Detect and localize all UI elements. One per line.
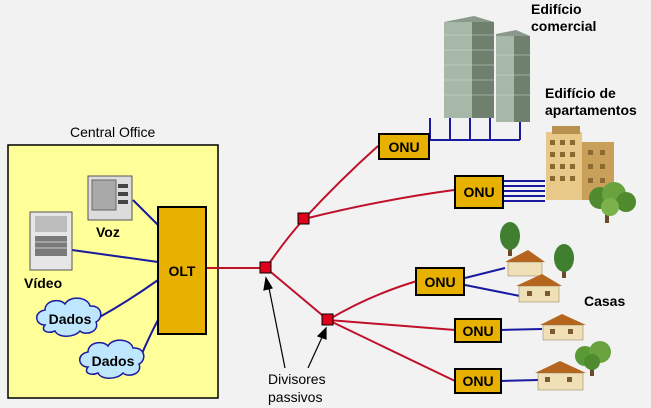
onu-apartments: ONU — [454, 175, 504, 209]
data-label-2: Dados — [91, 353, 135, 369]
splitter-1 — [259, 261, 272, 274]
video-server-icon — [29, 211, 73, 271]
houses-group-1-icon — [500, 222, 574, 303]
splitters-line-2: passivos — [268, 389, 323, 405]
olt-box: OLT — [157, 206, 207, 335]
building-links — [429, 118, 545, 382]
onu-label: ONU — [462, 373, 494, 389]
fiber-links — [206, 145, 456, 382]
house-2-icon — [540, 314, 586, 341]
voice-server-icon — [87, 175, 133, 221]
apartment-building-icon — [546, 126, 614, 200]
olt-label: OLT — [168, 262, 196, 279]
central-office-title: Central Office — [70, 124, 156, 140]
commercial-line-2: comercial — [531, 18, 597, 34]
splitters-label: Divisores passivos — [268, 370, 326, 406]
onu-house-2: ONU — [454, 318, 502, 343]
apartments-line-1: Edifício de — [545, 85, 616, 101]
onu-label: ONU — [462, 322, 494, 339]
data-cloud-1-icon — [36, 297, 102, 337]
splitters-line-1: Divisores — [268, 371, 326, 387]
onu-commercial: ONU — [378, 133, 430, 160]
houses-label: Casas — [584, 293, 626, 309]
data-cloud-2-icon — [79, 339, 145, 379]
onu-houses: ONU — [415, 267, 465, 296]
data-label-1: Dados — [48, 311, 92, 327]
splitter-2 — [297, 212, 310, 225]
commercial-line-1: Edifício — [531, 1, 582, 17]
house-3-icon — [535, 341, 611, 391]
apartments-building-label: Edifício de apartamentos — [545, 85, 637, 119]
splitter-arrows — [263, 276, 327, 369]
onu-label: ONU — [463, 184, 495, 200]
onu-house-3: ONU — [454, 368, 502, 394]
commercial-building-label: Edifício comercial — [531, 1, 596, 35]
onu-label: ONU — [388, 138, 420, 155]
splitter-3 — [321, 313, 334, 326]
commercial-building-icon — [444, 16, 530, 122]
apartments-line-2: apartamentos — [545, 102, 637, 118]
office-links — [71, 199, 159, 359]
video-label: Vídeo — [24, 275, 63, 291]
onu-label: ONU — [424, 273, 456, 290]
voice-label: Voz — [96, 224, 120, 240]
tree-icon — [589, 182, 636, 223]
